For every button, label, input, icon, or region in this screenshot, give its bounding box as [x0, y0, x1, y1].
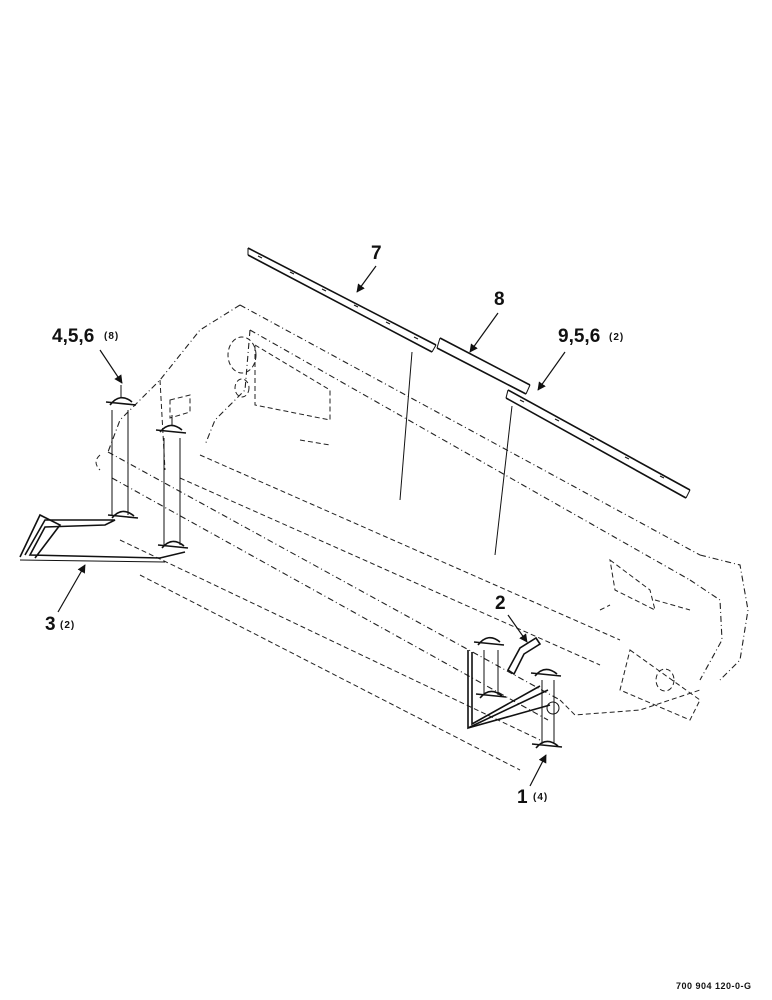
callout-3-qty: (2): [60, 620, 75, 631]
part-2-bracket: [506, 636, 542, 676]
clamp-5: [473, 636, 505, 646]
callout-3: 3 (2): [45, 564, 86, 635]
callout-2: 2: [495, 593, 528, 643]
header-frame: [95, 304, 749, 771]
clamp-3: [107, 510, 139, 519]
strip-location-line-7: [399, 351, 413, 501]
strip-location-line-9: [494, 405, 513, 556]
callout-7: 7: [356, 243, 382, 293]
callout-2-label: 2: [495, 593, 506, 614]
callout-4-5-6: 4,5,6 (8): [52, 326, 123, 384]
lower-bar: [467, 650, 551, 730]
callout-4-5-6-qty: (8): [104, 331, 119, 342]
callout-4-5-6-label: 4,5,6: [52, 326, 94, 347]
right-clamp-assembly: [467, 636, 563, 749]
callout-1-qty: (4): [533, 792, 548, 803]
callout-1-label: 1: [517, 787, 528, 808]
callout-9-5-6-qty: (2): [609, 332, 624, 343]
callout-8-label: 8: [494, 289, 505, 310]
clamp-7: [475, 690, 507, 699]
clamp-4: [157, 540, 189, 549]
callout-1: 1 (4): [517, 754, 548, 808]
part-3-bar: [19, 513, 186, 563]
part-8-splice-plate: [436, 337, 531, 395]
callout-9-5-6: 9,5,6 (2): [537, 326, 624, 391]
callout-9-5-6-label: 9,5,6: [558, 326, 600, 347]
callout-8: 8: [469, 289, 505, 353]
clamp-6: [530, 668, 562, 677]
clamp-1: [105, 385, 137, 406]
part-7-strip: [247, 247, 437, 353]
clamp-2: [155, 415, 187, 434]
document-number: 700 904 120-0-G: [676, 981, 752, 991]
left-clamp-assembly: [19, 385, 189, 563]
callout-7-label: 7: [371, 243, 382, 264]
clamp-8: [531, 740, 563, 749]
part-9-strip: [505, 389, 691, 499]
callout-3-label: 3: [45, 614, 56, 635]
